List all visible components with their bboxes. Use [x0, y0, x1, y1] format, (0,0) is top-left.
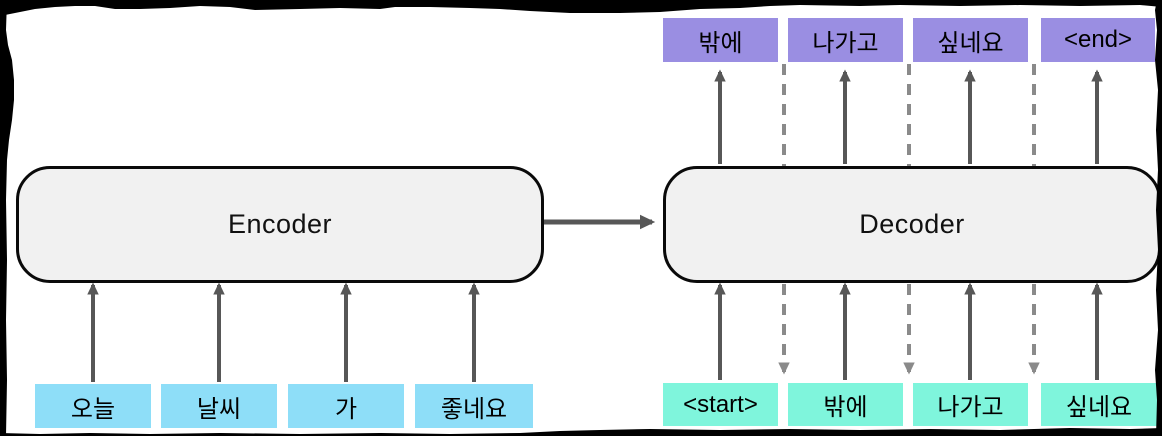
decoder-input-token: <start> [663, 383, 778, 426]
decoder-block: Decoder [663, 166, 1161, 283]
decoder-input-token: 나가고 [913, 383, 1028, 426]
decoder-input-arrows [714, 282, 1103, 380]
decoder-input-token: 밖에 [788, 383, 903, 426]
output-token: 밖에 [663, 18, 778, 62]
encoder-input-token: 좋네요 [415, 384, 533, 428]
decoder-label: Decoder [859, 209, 965, 239]
output-token: 나가고 [788, 18, 903, 62]
encoder-input-token: 날씨 [161, 384, 277, 428]
decoder-output-arrows [714, 69, 1103, 164]
decoder-input-token: 싶네요 [1041, 383, 1157, 426]
encoder-input-token: 가 [288, 384, 404, 428]
encoder-input-token: 오늘 [35, 384, 151, 428]
encoder-input-arrows [87, 282, 480, 382]
output-token: <end> [1041, 18, 1155, 62]
encoder-label: Encoder [227, 209, 333, 239]
encoder-block: Encoder [16, 166, 544, 283]
output-token: 싶네요 [913, 18, 1028, 62]
